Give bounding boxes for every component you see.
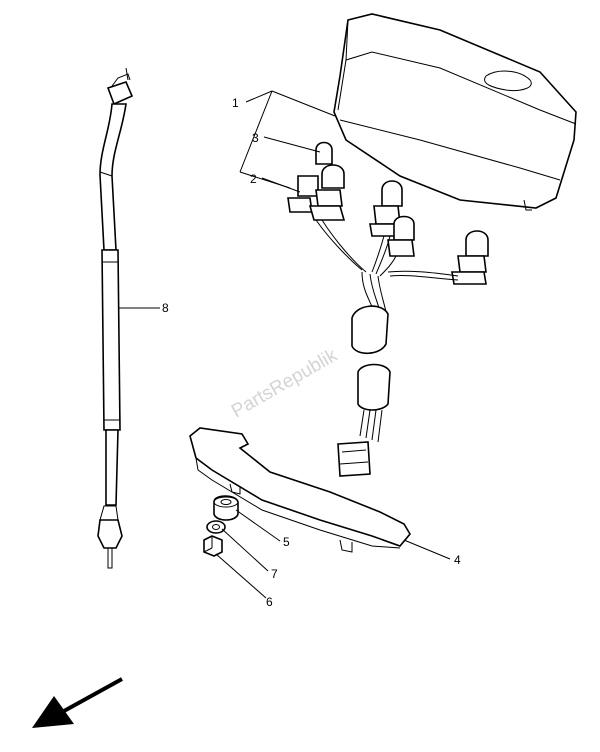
speedometer-cable — [97, 67, 134, 569]
nut — [203, 535, 223, 557]
rubber-grommet — [213, 495, 239, 521]
leader-lines — [118, 90, 451, 599]
callout-2: 2 — [250, 172, 257, 186]
wiring-harness — [287, 141, 489, 477]
callout-1: 1 — [232, 96, 239, 110]
callout-4: 4 — [454, 553, 461, 567]
callout-3: 3 — [252, 131, 259, 145]
callout-8: 8 — [162, 301, 169, 315]
front-direction-arrow-icon — [32, 677, 123, 728]
watermark-text: PartsRepublik — [228, 345, 341, 423]
callout-7: 7 — [271, 567, 278, 581]
callout-5: 5 — [283, 535, 290, 549]
callout-6: 6 — [266, 595, 273, 609]
mounting-bracket — [189, 427, 411, 553]
meter-assembly — [333, 13, 577, 211]
washer — [206, 520, 226, 534]
